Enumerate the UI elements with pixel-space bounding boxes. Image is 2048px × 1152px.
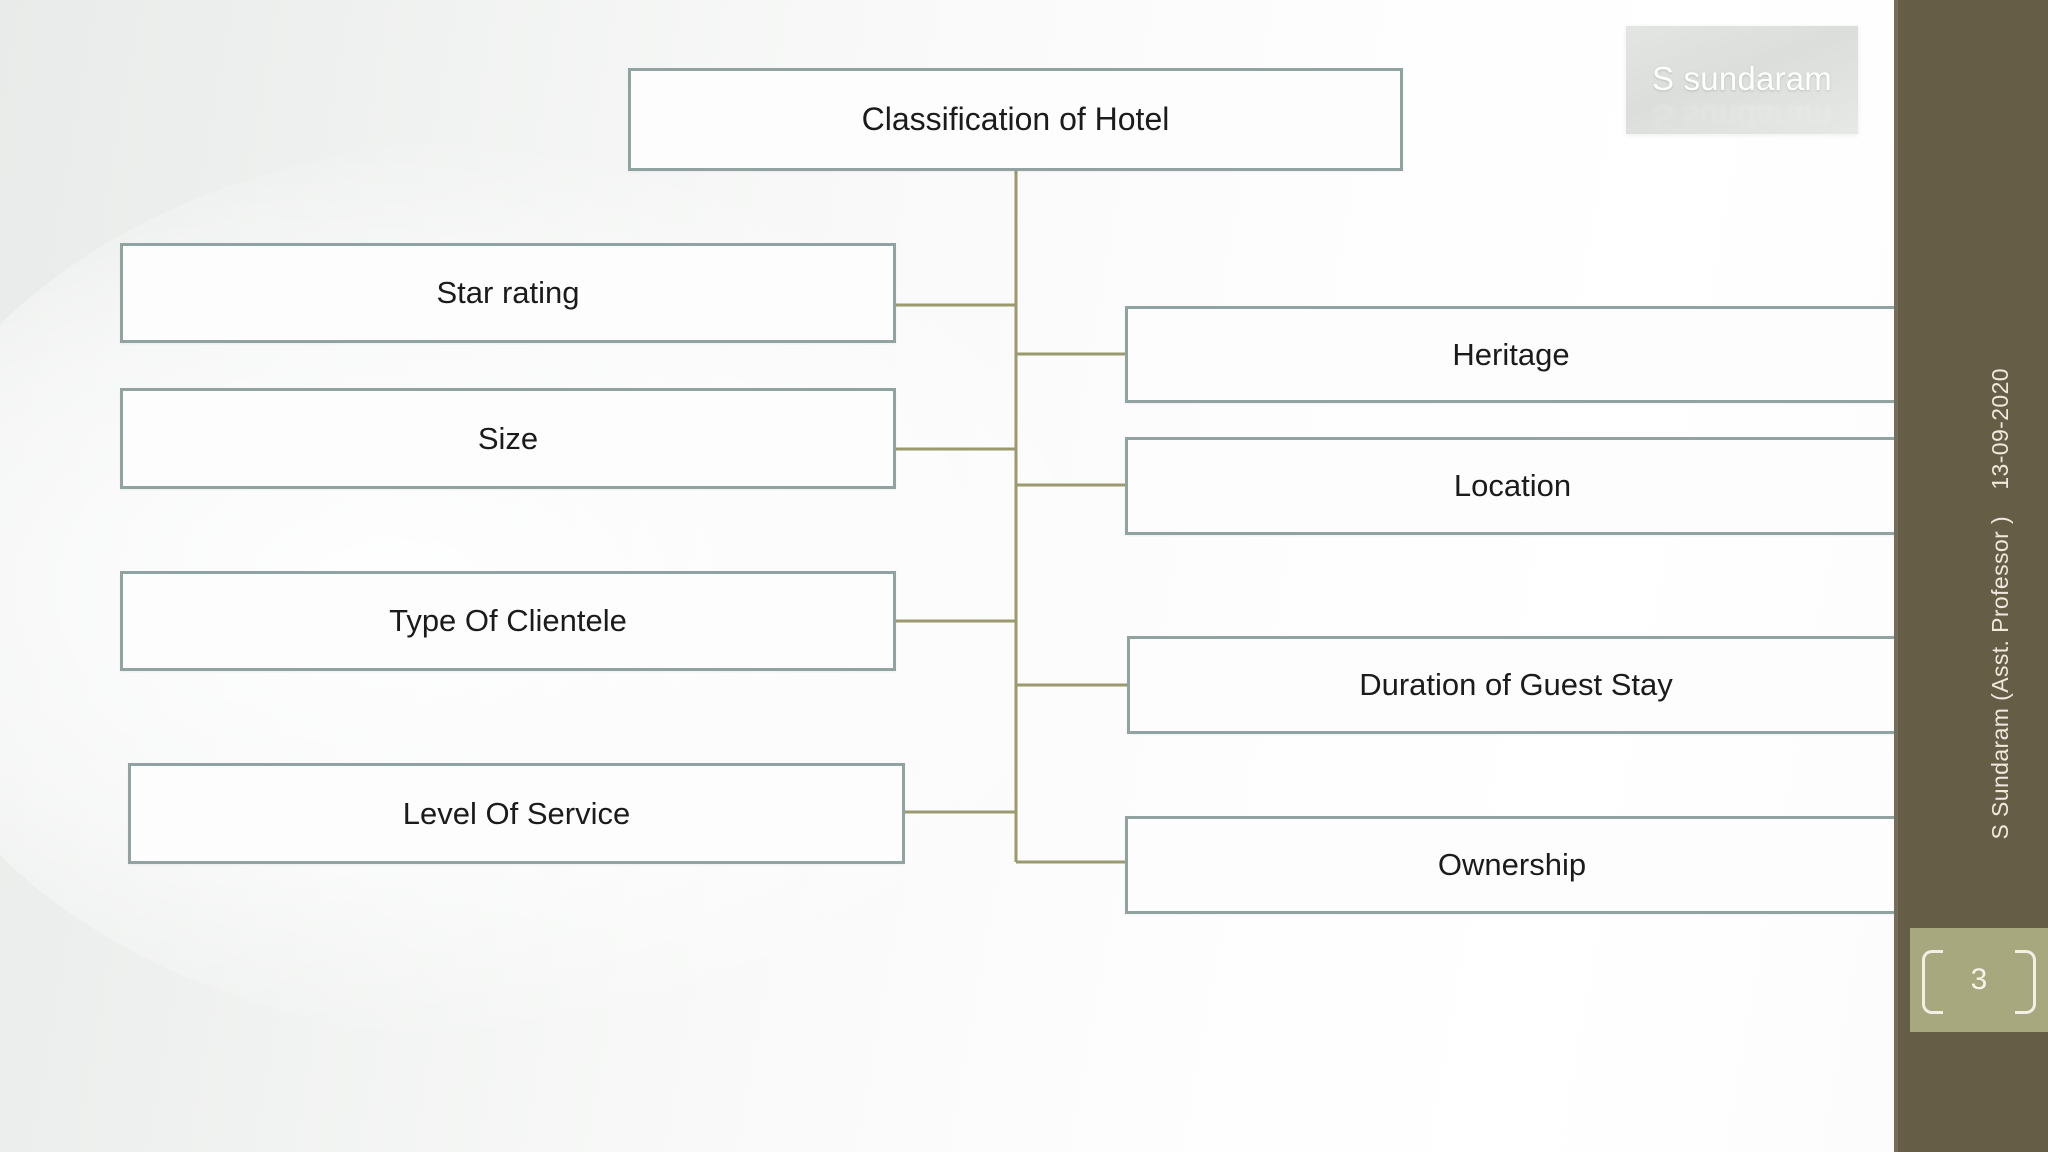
node-ownership[interactable]: Ownership (1125, 816, 1899, 914)
slide-number: 3 (1970, 963, 1988, 996)
node-level-of-service[interactable]: Level Of Service (128, 763, 905, 864)
node-level-of-service-label: Level Of Service (402, 795, 631, 831)
hotel-classification-diagram: Classification of Hotel Star rating Size… (120, 68, 1905, 914)
node-duration-of-guest-stay[interactable]: Duration of Guest Stay (1127, 636, 1905, 734)
bracket-right-icon (2015, 950, 2036, 1014)
watermark-badge: S sundaram S sundaram (1626, 26, 1858, 134)
node-star-rating[interactable]: Star rating (120, 243, 896, 343)
node-heritage[interactable]: Heritage (1125, 306, 1897, 403)
sidebar-date: 13-09-2020 (1987, 368, 2013, 490)
node-size[interactable]: Size (120, 388, 896, 489)
node-location-label: Location (1453, 468, 1572, 504)
node-root-label: Classification of Hotel (861, 101, 1170, 138)
node-heritage-label: Heritage (1452, 336, 1570, 372)
node-root[interactable]: Classification of Hotel (628, 68, 1403, 171)
node-type-of-clientele-label: Type Of Clientele (389, 603, 627, 639)
bracket-left-icon (1922, 950, 1943, 1014)
node-star-rating-label: Star rating (436, 275, 580, 311)
node-ownership-label: Ownership (1437, 847, 1587, 883)
slide-number-badge: 3 (1910, 928, 2048, 1032)
right-sidebar: 13-09-2020 S Sundaram (Asst. Professor )… (1894, 0, 2048, 1152)
watermark-label: S sundaram (1652, 60, 1832, 97)
node-location[interactable]: Location (1125, 437, 1900, 535)
watermark-reflection: S sundaram (1652, 99, 1832, 134)
sidebar-inner-edge (1894, 0, 1898, 1152)
node-type-of-clientele[interactable]: Type Of Clientele (120, 571, 896, 671)
sidebar-author: S Sundaram (Asst. Professor ) (1987, 516, 2013, 840)
node-duration-of-guest-stay-label: Duration of Guest Stay (1359, 667, 1673, 703)
node-size-label: Size (477, 420, 539, 456)
